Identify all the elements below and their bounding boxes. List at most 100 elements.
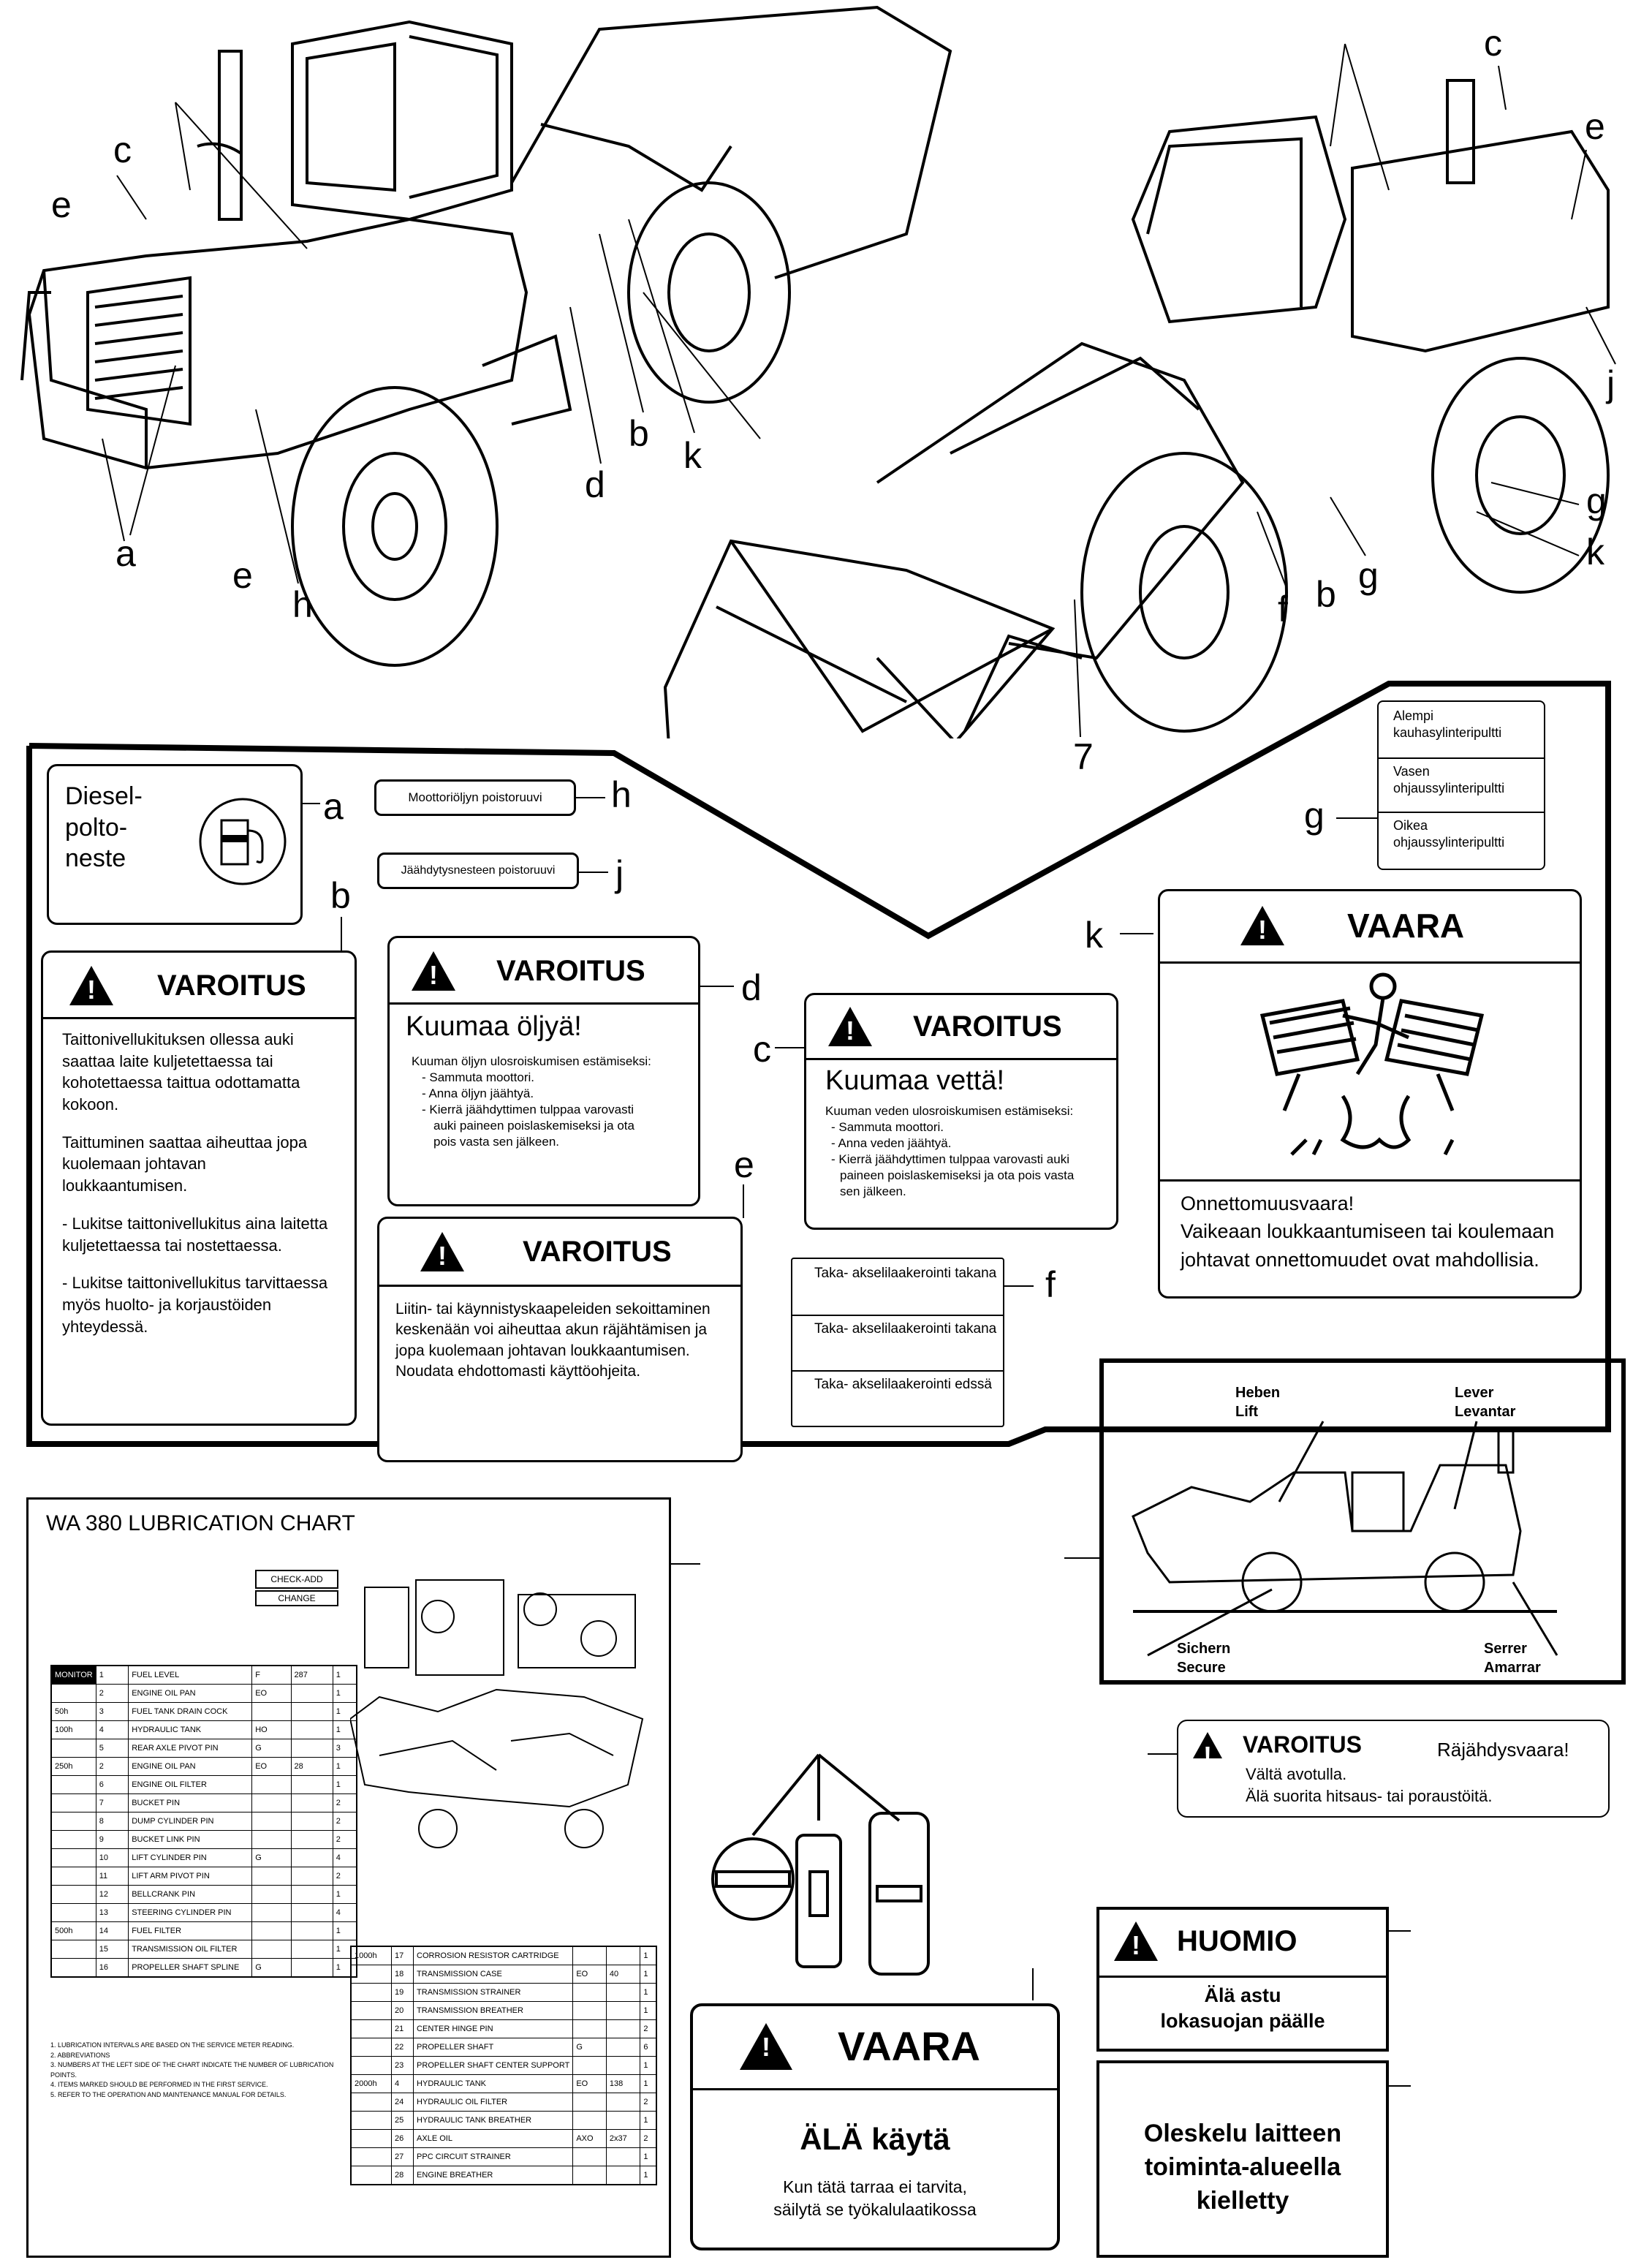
warning-icon — [740, 2022, 792, 2070]
decal-k-text: Onnettomuusvaara! Vaikeaan loukkaantumis… — [1181, 1192, 1555, 1271]
warning-icon — [420, 1232, 464, 1271]
decal-f-row-3: Taka- akselilaakerointi edssä — [814, 1377, 992, 1392]
decal-d-letter: d — [741, 967, 762, 1008]
lift-label: Heben Lift — [1235, 1385, 1281, 1420]
fuel-pump-icon — [199, 798, 287, 885]
decal-g-pins: Alempi kauhasylinteripultti Vasen ohjaus… — [1377, 700, 1545, 870]
vaara-text: Kun tätä tarraa ei tarvita, säilytä se t… — [773, 2177, 977, 2220]
decal-k-vaara: VAARA Onnettomuusvaara! Vaikeaan loukkaa… — [1158, 889, 1582, 1299]
explosion-instructions: Vältä avotulla. Älä suorita hitsaus- tai… — [1246, 1765, 1493, 1805]
machine-illustrations — [20, 5, 1610, 738]
huomio-decal: HUOMIO Älä astu lokasuojan päälle — [1096, 1907, 1389, 2052]
lever-label: Lever Levantar — [1455, 1385, 1516, 1420]
decal-h-oil-drain: Moottoriöljyn poistoruuvi — [374, 779, 576, 816]
callout-j-right: j — [1607, 363, 1615, 404]
left-loader-drawing — [20, 5, 952, 667]
decal-a-text: Diesel- polto- neste — [65, 782, 143, 872]
callout-leader-lines — [102, 43, 1616, 738]
callout-7: 7 — [1073, 736, 1094, 777]
decal-c-hot-water: VAROITUS Kuumaa vettä! Kuuman veden ulos… — [804, 993, 1118, 1230]
explosion-warning-decal: VAROITUS Räjähdysvaara! Vältä avotulla. … — [1177, 1720, 1610, 1818]
warning-icon — [1240, 906, 1284, 945]
decal-f-letter: f — [1045, 1264, 1056, 1305]
secure-label: Sichern Secure — [1177, 1641, 1231, 1676]
huomio-text: Älä astu lokasuojan päälle — [1160, 1984, 1325, 2033]
interval-100h: 100h — [50, 1720, 96, 1739]
callout-f-right: f — [1278, 589, 1288, 630]
lub-points-schematic — [350, 1579, 644, 1848]
legend-check-add: CHECK-ADD — [255, 1570, 338, 1589]
lub-chart-title: WA 380 LUBRICATION CHART — [46, 1511, 355, 1535]
decal-b-letter: b — [330, 875, 351, 916]
callout-c-left: c — [113, 129, 132, 170]
decal-b-varoitus: VAROITUS Taittonivellukituksen ollessa a… — [41, 950, 357, 1426]
decal-b-paragraph-2: Taittuminen saattaa aiheuttaa jopa kuole… — [62, 1133, 308, 1195]
oleskelu-decal: Oleskelu laitteen toiminta-alueella kiel… — [1096, 2060, 1389, 2258]
decal-f-row-2: Taka- akselilaakerointi takana — [814, 1321, 997, 1337]
lub-chart-notes: 1. LUBRICATION INTERVALS ARE BASED ON TH… — [50, 2041, 334, 2098]
decal-a-letter: a — [323, 786, 344, 827]
callout-g-right-2: g — [1358, 555, 1379, 596]
warning-icon — [69, 966, 113, 1005]
interval-monitor: MONITOR — [50, 1665, 96, 1685]
decal-b-paragraph-3: - Lukitse taittonivellukitus aina laitet… — [62, 1214, 328, 1255]
callout-g-right-1: g — [1586, 480, 1607, 521]
lubrication-chart: WA 380 LUBRICATION CHART CHECK-ADD CHANG… — [26, 1497, 671, 2258]
callout-b-right: b — [1316, 574, 1336, 615]
filter-pictogram — [711, 1753, 930, 1976]
decal-d-instructions: Kuuman öljyn ulosroiskumisen estämiseksi… — [412, 1054, 651, 1149]
decal-g-letter: g — [1304, 795, 1325, 836]
vaara-subtitle: ÄLÄ käytä — [800, 2122, 950, 2156]
callout-b-left: b — [629, 413, 649, 454]
interval-1000h: 1000h — [350, 1946, 392, 1965]
decal-e-text: Liitin- tai käynnistyskaapeleiden sekoit… — [395, 1301, 711, 1380]
oleskelu-text: Oleskelu laitteen toiminta-alueella kiel… — [1143, 2120, 1342, 2215]
callout-d-left: d — [585, 464, 605, 505]
callout-k-right: k — [1586, 532, 1604, 572]
loader-side-pictogram — [1132, 1421, 1558, 1657]
right-loader-drawing — [663, 79, 1610, 738]
decal-e-battery-warning: VAROITUS Liitin- tai käynnistyskaapeleid… — [377, 1217, 743, 1462]
legend-change: CHANGE — [255, 1590, 338, 1606]
decal-f-bearing: Taka- akselilaakerointi takana Taka- aks… — [791, 1258, 1004, 1427]
amarrar-label: Serrer Amarrar — [1484, 1641, 1541, 1676]
decal-d-subtitle: Kuumaa öljyä! — [406, 1011, 582, 1042]
decal-g-row-2: Vasen ohjaussylinteripultti — [1393, 764, 1505, 796]
decal-b-paragraph-4: - Lukitse taittonivellukitus tarvittaess… — [62, 1274, 328, 1336]
callout-k-left: k — [683, 435, 702, 476]
interval-50h: 50h — [50, 1702, 96, 1721]
decal-c-subtitle: Kuumaa vettä! — [825, 1065, 1005, 1096]
decal-b-paragraph-1: Taittonivellukituksen ollessa auki saatt… — [62, 1030, 300, 1114]
callout-h-left: h — [292, 584, 313, 625]
decal-k-letter: k — [1085, 915, 1103, 956]
decal-j-coolant-drain: Jäähdytysnesteen poistoruuvi — [377, 853, 579, 889]
callout-e-left-2: e — [232, 555, 253, 596]
decal-g-row-3: Oikea ohjaussylinteripultti — [1393, 818, 1505, 850]
callout-e-right: e — [1585, 106, 1605, 147]
decal-g-row-1: Alempi kauhasylinteripultti — [1393, 708, 1502, 741]
callout-e-left-1: e — [51, 184, 72, 225]
lift-tie-down-decal: Heben Lift Lever Levantar Sichern Secure… — [1099, 1358, 1626, 1685]
decal-c-instructions: Kuuman veden ulosroiskumisen estämiseksi… — [825, 1104, 1075, 1199]
interval-500h: 500h — [50, 1921, 96, 1940]
decal-a-diesel: Diesel- polto- neste — [47, 764, 303, 925]
warning-icon — [1114, 1921, 1158, 1961]
decal-d-hot-oil: VAROITUS Kuumaa öljyä! Kuuman öljyn ulos… — [387, 936, 700, 1206]
warning-icon — [1193, 1731, 1222, 1772]
interval-250h: 250h — [50, 1757, 96, 1776]
decal-h-letter: h — [611, 774, 632, 815]
decal-f-row-1: Taka- akselilaakerointi takana — [814, 1266, 997, 1281]
warning-icon — [412, 951, 455, 991]
vaara-do-not-operate-decal: VAARA ÄLÄ käytä Kun tätä tarraa ei tarvi… — [690, 2003, 1060, 2250]
callout-c-right: c — [1484, 23, 1502, 64]
callout-a-left: a — [115, 533, 136, 574]
crush-hazard-pictogram — [1259, 972, 1485, 1156]
warning-icon — [828, 1007, 872, 1046]
decal-j-letter: j — [615, 853, 624, 894]
decal-c-letter: c — [753, 1029, 771, 1070]
decal-e-letter: e — [734, 1144, 754, 1185]
explosion-hazard-text: Räjähdysvaara! — [1437, 1739, 1569, 1761]
interval-2000h: 2000h — [350, 2074, 392, 2093]
